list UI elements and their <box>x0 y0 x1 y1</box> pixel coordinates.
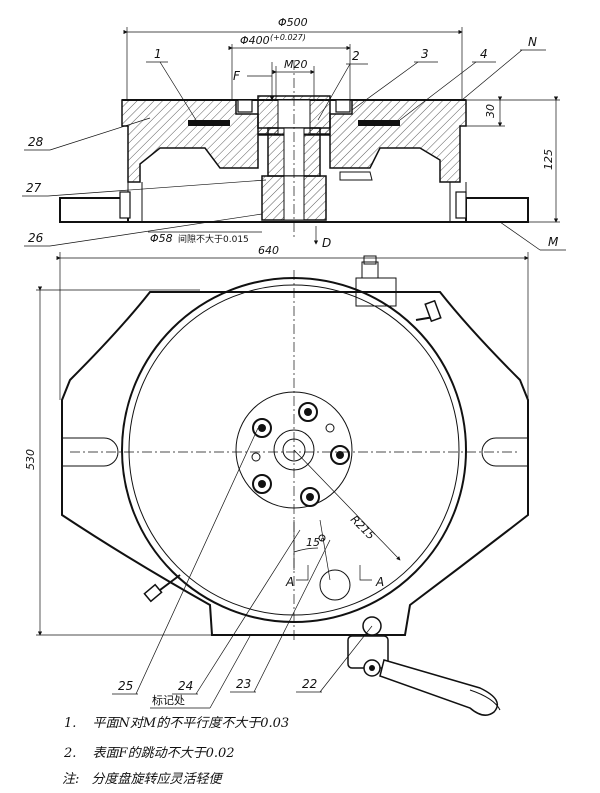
note-1-number: 1. <box>64 716 77 731</box>
callout-2: 2 <box>352 49 360 63</box>
dim-h30: 30 <box>484 104 497 118</box>
mark-place-label: 标记处 <box>152 693 185 707</box>
dim-angle15: 15° <box>306 536 326 549</box>
dim-phi58: Φ58 <box>150 232 173 245</box>
note-3-text: 分度盘旋转应灵活轻便 <box>91 772 222 787</box>
section-a-right: A <box>375 575 384 589</box>
base-lug-right <box>465 197 529 223</box>
label-f: F <box>233 69 241 83</box>
section-view: Φ500 Φ400 (+0.027) M20 F <box>22 16 566 251</box>
pin-hole <box>319 569 351 601</box>
dim-phi500: Φ500 <box>278 16 308 29</box>
callout-28: 28 <box>28 135 44 149</box>
dim-phi400: Φ400 <box>240 34 270 47</box>
label-m: M <box>548 235 559 249</box>
top-plunger <box>355 255 397 307</box>
callout-3: 3 <box>421 47 429 61</box>
note-1-text: 平面N对M的不平行度不大于0.03 <box>92 716 290 731</box>
phi58-note: 间隙不大于0.015 <box>178 233 249 245</box>
note-3: 注: 分度盘旋转应灵活轻便 <box>62 768 222 787</box>
callout-26: 26 <box>28 231 44 245</box>
callout-22: 22 <box>302 677 317 691</box>
bolt-holes <box>251 402 350 507</box>
dim-phi400-tol: (+0.027) <box>270 33 306 42</box>
dim-m20: M20 <box>284 58 308 71</box>
dim-640: 640 <box>258 244 279 257</box>
base-lug-left <box>59 197 129 223</box>
callout-25: 25 <box>118 679 133 693</box>
section-a-left: A <box>285 575 294 589</box>
slot-left <box>62 437 119 467</box>
label-d: D <box>322 236 331 250</box>
dim-r215: R215 <box>348 513 377 542</box>
callout-27: 27 <box>26 181 42 195</box>
note-2-number: 2. <box>64 746 77 761</box>
note-2: 2. 表面F的跳动不大于0.02 <box>64 742 235 761</box>
note-2-text: 表面F的跳动不大于0.02 <box>92 746 235 761</box>
note-3-label: 注: <box>62 772 80 787</box>
index-lever[interactable] <box>347 616 501 716</box>
plan-view: 640 530 <box>24 244 529 716</box>
callout-23: 23 <box>236 677 251 691</box>
handle-bottom-left[interactable] <box>143 574 181 603</box>
base-outline <box>61 291 529 636</box>
callout-1: 1 <box>154 47 162 61</box>
handle-top-right[interactable] <box>415 299 442 323</box>
dim-h125: 125 <box>542 149 555 170</box>
note-1: 1. 平面N对M的不平行度不大于0.03 <box>64 712 289 731</box>
dim-530: 530 <box>24 449 37 470</box>
label-n: N <box>528 35 537 49</box>
callout-4: 4 <box>480 47 488 61</box>
slot-right <box>481 437 528 467</box>
callout-24: 24 <box>178 679 193 693</box>
